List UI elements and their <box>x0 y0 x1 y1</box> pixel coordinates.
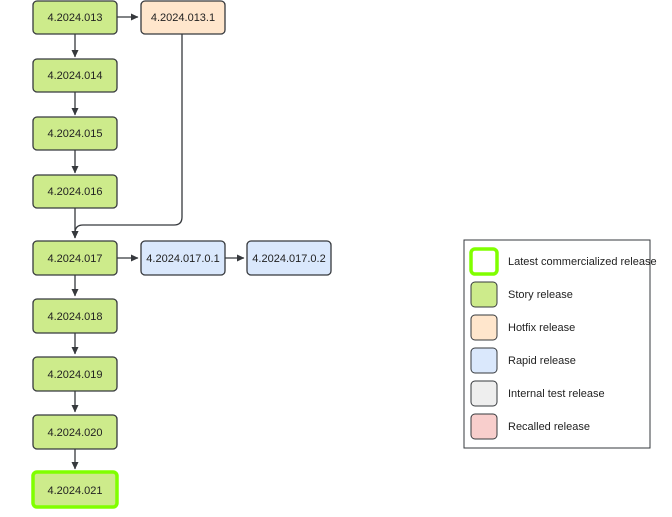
legend-label-hotfix: Hotfix release <box>508 322 575 334</box>
legend-label-rapid: Rapid release <box>508 355 576 367</box>
node-4-2024-013[interactable]: 4.2024.013 <box>32 0 118 35</box>
node-4-2024-014[interactable]: 4.2024.014 <box>32 58 118 93</box>
legend-swatch-story <box>470 281 498 308</box>
legend-swatch-internal <box>470 380 498 407</box>
legend-swatch-recalled <box>470 413 498 440</box>
connectors <box>71 13 245 470</box>
node-4-2024-017-0-1[interactable]: 4.2024.017.0.1 <box>140 240 226 276</box>
node-4-2024-013-1[interactable]: 4.2024.013.1 <box>140 0 226 35</box>
legend-swatch-latest <box>469 247 499 276</box>
node-label: 4.2024.020 <box>47 427 102 439</box>
node-4-2024-015[interactable]: 4.2024.015 <box>32 116 118 151</box>
legend-swatch-rapid <box>470 347 498 374</box>
legend-swatch-hotfix <box>470 314 498 341</box>
node-4-2024-017-0-2[interactable]: 4.2024.017.0.2 <box>246 240 332 276</box>
legend-label-story: Story release <box>508 289 573 301</box>
node-label: 4.2024.017.0.1 <box>146 253 219 265</box>
node-label: 4.2024.013 <box>47 12 102 24</box>
node-label: 4.2024.021 <box>47 485 102 497</box>
legend-label-recalled: Recalled release <box>508 421 590 433</box>
legend-label-latest: Latest commercialized release <box>508 256 657 268</box>
node-label: 4.2024.019 <box>47 369 102 381</box>
node-4-2024-016[interactable]: 4.2024.016 <box>32 174 118 209</box>
legend-label-internal: Internal test release <box>508 388 605 400</box>
node-4-2024-021-latest[interactable]: 4.2024.021 <box>31 470 119 509</box>
node-4-2024-018[interactable]: 4.2024.018 <box>32 298 118 334</box>
node-label: 4.2024.015 <box>47 128 102 140</box>
node-label: 4.2024.018 <box>47 311 102 323</box>
node-label: 4.2024.013.1 <box>151 12 215 24</box>
node-4-2024-019[interactable]: 4.2024.019 <box>32 356 118 392</box>
node-label: 4.2024.014 <box>47 70 102 82</box>
node-4-2024-020[interactable]: 4.2024.020 <box>32 414 118 450</box>
node-label: 4.2024.017 <box>47 253 102 265</box>
node-label: 4.2024.016 <box>47 186 102 198</box>
node-label: 4.2024.017.0.2 <box>252 253 325 265</box>
edge-013-1-017 <box>71 34 183 239</box>
node-4-2024-017[interactable]: 4.2024.017 <box>32 240 118 276</box>
legend: Latest commercialized release Story rele… <box>463 239 657 449</box>
